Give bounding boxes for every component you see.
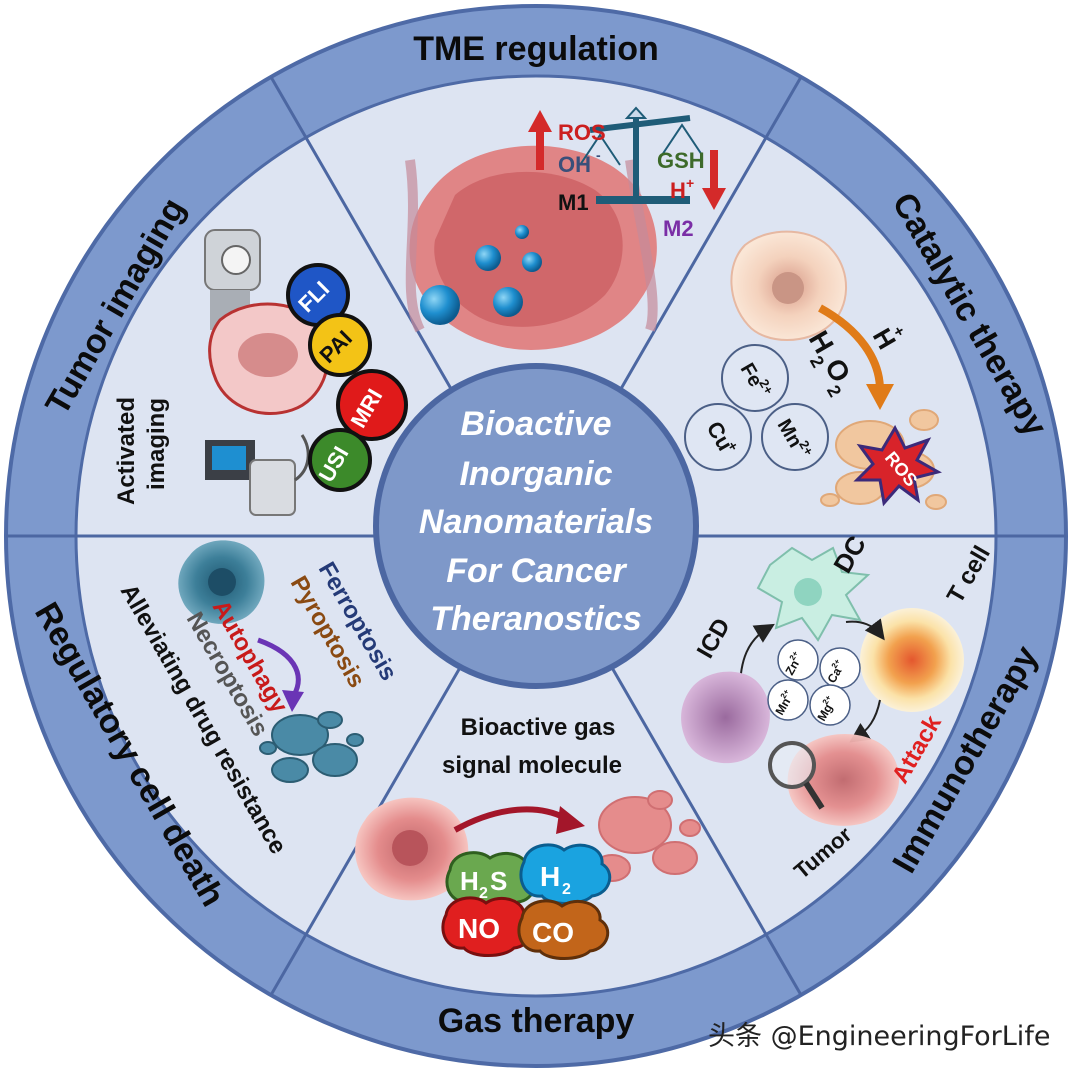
t-cell — [860, 608, 964, 712]
balance-scale-icon — [579, 106, 703, 204]
ion-bubble — [721, 344, 789, 412]
tme-oh-sup: - — [596, 147, 601, 163]
nanoparticle-sphere — [493, 287, 523, 317]
tme-illustration: ROS OH - M1 GSH H + M2 — [405, 106, 726, 350]
center-line-4: For Cancer — [446, 552, 627, 590]
gas-illustration: Bioactive gas signal molecule H 2 S H 2 … — [355, 714, 701, 960]
usi-badge: USI — [308, 428, 372, 492]
watermark-text: 头条 @EngineeringForLife — [708, 1021, 1050, 1052]
svg-text:2+: 2+ — [830, 657, 843, 670]
center-line-1: Bioactive — [460, 405, 611, 443]
svg-text:2+: 2+ — [788, 649, 801, 662]
svg-text:Zn: Zn — [782, 658, 801, 678]
arrow-dc-tcell-icon — [845, 618, 885, 641]
svg-text:S: S — [490, 866, 507, 896]
svg-text:CO: CO — [532, 917, 574, 948]
svg-text:2+: 2+ — [756, 377, 777, 398]
tme-h: H — [670, 178, 686, 203]
imaging-illustration: FLI PAI MRI USI Activated imaging — [113, 229, 408, 516]
tme-h-sup: + — [686, 175, 694, 191]
svg-text:2+: 2+ — [821, 693, 834, 706]
imaging-imaging-word: imaging — [143, 398, 170, 490]
dying-tumor-cell — [681, 671, 770, 764]
title-gas: Gas therapy — [438, 1002, 635, 1040]
tme-m2: M2 — [663, 216, 694, 241]
tme-m1: M1 — [558, 190, 589, 215]
center-line-5: Theranostics — [430, 600, 642, 638]
svg-text:2: 2 — [562, 881, 571, 898]
svg-text:NO: NO — [458, 913, 500, 944]
svg-text:2: 2 — [479, 885, 488, 902]
co-cloud: CO — [517, 899, 610, 960]
mri-badge: MRI — [336, 369, 408, 441]
center-line-2: Inorganic — [459, 455, 612, 493]
magnifier-icon — [768, 741, 825, 810]
ion-bubble — [684, 403, 752, 471]
tme-oh: OH — [558, 152, 591, 177]
metal-ion-cluster — [767, 639, 861, 726]
ultrasound-device-icon — [205, 434, 310, 516]
gas-heading-1: Bioactive gas — [461, 714, 616, 741]
fli-badge: FLI — [286, 263, 350, 327]
catalytic-illustration: H + H 2 O 2 Fe 2+ Cu + Mn 2+ — [684, 230, 947, 510]
tme-gsh: GSH — [657, 148, 705, 173]
pai-badge: PAI — [308, 313, 372, 377]
h2-cloud: H 2 — [519, 843, 612, 905]
increase-arrow-icon — [528, 110, 552, 170]
nanoparticle-sphere — [475, 245, 501, 271]
nanoparticle-sphere — [515, 225, 529, 239]
nanoparticle-sphere — [420, 285, 460, 325]
imaging-activated: Activated — [113, 397, 140, 505]
center-hub: Bioactive Inorganic Nanomaterials For Ca… — [373, 363, 699, 689]
svg-text:H: H — [540, 861, 560, 892]
svg-text:H: H — [460, 866, 479, 896]
tme-ros: ROS — [558, 120, 606, 145]
tumor-tissue — [405, 145, 658, 350]
nanoparticle-sphere — [522, 252, 542, 272]
red-arrow-icon — [453, 806, 567, 833]
fragmented-cell — [259, 711, 364, 783]
watermark: EngineeringForLife 头条 @EngineeringForLif… — [708, 1002, 1051, 1052]
title-tme: TME regulation — [413, 30, 659, 68]
ros-burst-icon — [853, 424, 942, 507]
svg-text:2+: 2+ — [779, 687, 792, 700]
watermark-faint: EngineeringForLife — [808, 1002, 1051, 1032]
gas-heading-2: signal molecule — [442, 752, 622, 779]
orange-arrow-icon — [818, 304, 884, 391]
ion-bubble — [761, 403, 829, 471]
svg-text:2+: 2+ — [796, 438, 817, 459]
decrease-arrow-icon — [702, 150, 726, 210]
svg-text:Ca: Ca — [824, 665, 844, 686]
center-line-3: Nanomaterials — [419, 503, 653, 541]
